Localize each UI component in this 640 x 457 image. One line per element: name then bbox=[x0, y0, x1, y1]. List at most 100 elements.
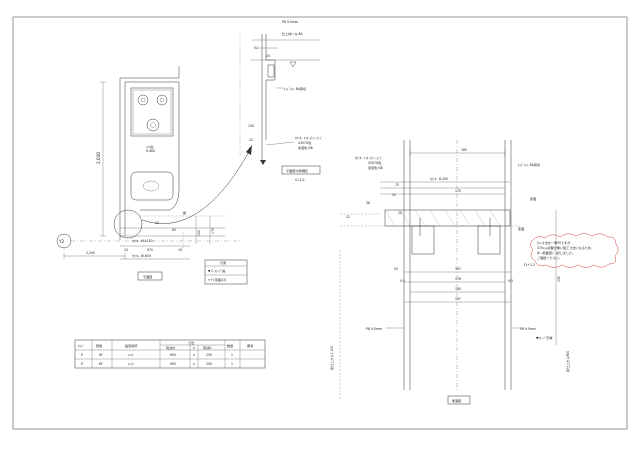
section-dim-175: 175 bbox=[455, 189, 461, 193]
section-fl-mark: FL+1.2 bbox=[524, 263, 535, 267]
section-pb-right: PB 9.5mm bbox=[520, 327, 536, 331]
grid-mark: Y2 bbox=[58, 239, 65, 244]
section-pb-bottom: PB 9.5mm bbox=[366, 327, 382, 331]
note-line-4: ご確認ください。 bbox=[537, 255, 562, 260]
height-left: 床仕上から1,100 bbox=[329, 346, 334, 370]
dim-150: 150 bbox=[197, 230, 201, 236]
counter-slab bbox=[384, 209, 511, 227]
section-dim-20: 20 bbox=[398, 211, 402, 215]
detail-title-box bbox=[281, 165, 321, 175]
table-header-size: 寸法 bbox=[188, 340, 194, 345]
detail-dim-20: 20 bbox=[266, 54, 270, 58]
detail-counter-spec3: 塗装色 NB bbox=[298, 145, 313, 150]
dim-20: 20 bbox=[155, 221, 159, 225]
bracket-left bbox=[411, 225, 435, 255]
table-cell: 1 bbox=[231, 353, 233, 357]
dim-10b: 10 bbox=[178, 248, 182, 252]
section-wall-label: 床面 bbox=[530, 196, 536, 201]
section-sleeve: ▼ｽﾘｰﾌﾞ天端 bbox=[536, 335, 552, 340]
section-dim-178: 178 bbox=[455, 277, 461, 281]
legend-item-1: ▼ C ｽﾘｰﾌﾞ設 bbox=[208, 268, 225, 273]
section-dim-52: 52 bbox=[392, 193, 396, 197]
table-cell: 6F bbox=[99, 353, 103, 357]
section-dim-9-5b: 9.5 bbox=[508, 279, 513, 283]
section-view: 165 ｶｳﾝﾀｰ D-250 175 75 52 38 20 22 43 19… bbox=[329, 140, 619, 405]
section-dim-38: 38 bbox=[366, 201, 370, 205]
note-line-2: 370ﾄﾚﾙ記載が無い施工寸法になるため、 bbox=[537, 245, 594, 250]
section-title-box bbox=[447, 395, 471, 405]
counter-w-1150: ｶｳﾝﾀｰ W-1150 bbox=[132, 238, 153, 243]
legend-item-2: ▽ H 床面(CI) bbox=[208, 277, 226, 282]
hob-unit bbox=[130, 87, 174, 137]
burner-icon bbox=[156, 94, 168, 106]
table-header-qty: 数量 bbox=[227, 343, 233, 348]
table-subheader-x: x bbox=[193, 346, 195, 350]
detail-finish: 仕上材ﾊﾟﾈﾙ 8A bbox=[282, 31, 303, 36]
section-dim-75: 75 bbox=[395, 183, 399, 187]
dim-2030: 2,030 bbox=[96, 152, 101, 164]
dim-65: 65 bbox=[172, 228, 176, 232]
table-subheader-w: 有効外 bbox=[166, 345, 175, 350]
sink-unit bbox=[130, 171, 174, 201]
table-cell: 690 bbox=[170, 362, 176, 366]
detail-dim-22: 22 bbox=[249, 138, 253, 142]
detail-title: 平面部分詳細図 bbox=[286, 168, 308, 173]
table-header-floor: 階数 bbox=[96, 343, 102, 348]
detail-cabinet: ｷｬﾋﾞﾈｯﾄ 8A貫切 bbox=[284, 86, 306, 91]
section-dim-165-top: 165 bbox=[461, 148, 467, 152]
section-dim-43: 43 bbox=[394, 267, 398, 271]
table-cell: x bbox=[193, 362, 195, 366]
detail-dim-52: 52 bbox=[254, 46, 258, 50]
section-dim-22: 22 bbox=[346, 215, 350, 219]
hob-label: ｺﾝﾛ台 bbox=[146, 144, 154, 149]
dim-10a: 10 bbox=[124, 248, 128, 252]
section-dim-165-bot: 165 bbox=[455, 287, 461, 291]
table-header-note: 備考 bbox=[247, 343, 253, 348]
detail-counter-spec2: 4307G色 bbox=[298, 140, 311, 145]
section-dim-250: ｶｳﾝﾀｰ D-250 bbox=[430, 176, 448, 181]
table-cell: 6F bbox=[99, 362, 103, 366]
section-counter-spec2: 4307G色 bbox=[368, 160, 381, 165]
detail-scale: S=1/2 bbox=[295, 178, 305, 182]
hob-height: H-800 bbox=[146, 149, 155, 153]
section-counter-spec3: 塗装色 NB bbox=[368, 165, 383, 170]
dim-670: 670 bbox=[147, 248, 153, 252]
sheet-border bbox=[12, 16, 628, 430]
detail-dim-130: 130 bbox=[248, 124, 254, 128]
section-counter-spec1: ｶｳﾝﾀｰ ｱｲｶ ﾒﾗﾐﾝ ｴｯｼﾞ bbox=[355, 155, 383, 160]
burner-icon bbox=[137, 94, 149, 106]
bracket-right bbox=[477, 225, 501, 255]
burner-icon bbox=[146, 118, 160, 132]
dim-2290: 2,290 bbox=[86, 251, 95, 255]
table-cell: 1 bbox=[231, 362, 233, 366]
plan-title-box bbox=[137, 271, 163, 281]
table-cell: ｷｯﾁﾝ bbox=[128, 352, 135, 357]
table-cell: ｷｯﾁﾝ bbox=[128, 361, 135, 366]
note-line-1: ｶｯﾄ寸法を一律30ですが bbox=[537, 240, 571, 245]
section-dim-197a: 197 bbox=[455, 267, 461, 271]
table-cell: 250 bbox=[206, 362, 212, 366]
table-cell: 690 bbox=[170, 353, 176, 357]
schedule-table: ﾀｲﾌﾟ 階数 設置場所 寸法 数量 備考 有効外 x 有効D E 6F ｷｯﾁ… bbox=[74, 339, 266, 369]
dim-175: 175 bbox=[211, 228, 215, 234]
counter-w-600: ｶｳﾝﾀｰ W-600 bbox=[132, 253, 151, 258]
plan-view: 2,030 Y2 2,290 ｺﾝﾛ台 H-800 ｶｳﾝﾀｰ W-1150 1… bbox=[56, 66, 252, 285]
detail-counter-spec1: ｶｳﾝﾀｰ ｱｲｶ ﾒﾗﾐﾝ ｴｯｼﾞ bbox=[295, 135, 323, 140]
section-dim-9-5a: 9.5 bbox=[400, 279, 405, 283]
table-subheader-d: 有効D bbox=[203, 345, 212, 350]
legend-title: 凡例 bbox=[220, 260, 226, 265]
table-cell: 250 bbox=[206, 353, 212, 357]
table-header-place: 設置場所 bbox=[125, 343, 137, 348]
detail-callout-arrow bbox=[141, 149, 251, 224]
section-dim-250-side: 250 bbox=[557, 276, 561, 282]
note-line-3: 外−断面図ｼﾞｬ記しました。 bbox=[537, 250, 575, 255]
revision-cloud bbox=[530, 233, 619, 268]
table-cell: x bbox=[193, 353, 195, 357]
plan-detail-view: PB 9.5mm 仕上材ﾊﾟﾈﾙ 8A 52 20 ｷｬﾋﾞﾈｯﾄ 8A貫切 1… bbox=[239, 20, 323, 182]
detail-callout-circle bbox=[113, 209, 143, 239]
plan-title: 平面図 bbox=[143, 275, 152, 279]
wall-label: 壁 bbox=[183, 210, 186, 215]
section-wall-label2: 床面 bbox=[518, 226, 524, 231]
